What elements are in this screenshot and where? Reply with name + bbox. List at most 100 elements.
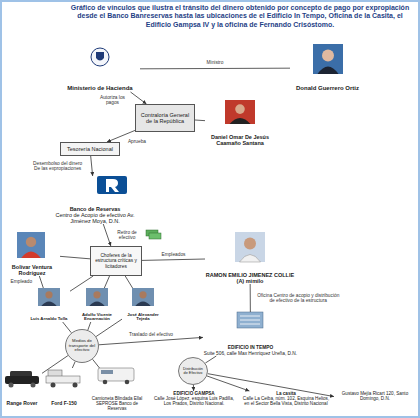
person-node: Luis Arnaldo Tolla	[28, 288, 70, 322]
edge-label: Aprueba	[122, 140, 152, 145]
process-box: Contraloría General de la República	[135, 104, 195, 132]
ministry-logo	[91, 48, 109, 66]
diagram-title: Gráfico de vínculos que ilustra el tráns…	[70, 4, 410, 29]
person-photo	[313, 44, 343, 74]
photo-body	[89, 302, 104, 307]
node-heading: Luis Arnaldo Tolla	[28, 317, 70, 322]
process-box: Tesorería Nacional	[60, 142, 120, 156]
van-body	[98, 368, 134, 381]
person-photo	[38, 288, 60, 306]
connector-line	[140, 68, 290, 70]
connector-line	[42, 356, 68, 374]
photo-body	[21, 252, 41, 259]
connector-line	[104, 276, 109, 288]
photo-head	[235, 104, 245, 114]
photo-body	[135, 302, 150, 307]
connector-line	[205, 356, 216, 363]
connector-line	[103, 224, 111, 246]
edge-label: Desembolso del dinero De las expropiacio…	[32, 161, 84, 172]
node-heading: Donald Guerrero Ortiz	[290, 85, 365, 92]
edge-label: Traslado del efectivo	[126, 332, 176, 337]
photo-head	[139, 291, 146, 298]
person-node: José Alexander Tejeda	[122, 288, 164, 322]
person-node: Adolfo Vicente Encarnación	[76, 288, 118, 322]
vehicle-node: Camioneta Blindada Ellal SEPROSE Banco d…	[86, 368, 148, 412]
truck-wheel	[73, 383, 78, 388]
truck-body	[46, 376, 80, 383]
photo-head	[244, 237, 256, 249]
node-text: Calle José López, esquina Luis Padilla, …	[150, 396, 238, 406]
bank-logo-mark	[106, 179, 119, 192]
connector-line	[70, 276, 93, 291]
bank-node: Banco de ReservasCentro de Acopio de efe…	[45, 176, 145, 224]
node-heading: Daniel Omar De Jesús Caamaño Santana	[205, 134, 275, 146]
person-photo	[235, 232, 265, 262]
van-wheel	[103, 380, 108, 385]
person-node: Daniel Omar De Jesús Caamaño Santana	[205, 100, 275, 146]
node-heading: José Alexander Tejeda	[122, 313, 164, 322]
node-text: Calle La Ceiba, núm. 102, Esquina Helios…	[242, 396, 330, 406]
photo-head	[45, 291, 52, 298]
person-photo	[132, 288, 154, 306]
connector-line	[93, 359, 100, 368]
person-photo	[17, 232, 45, 258]
car-wheel	[31, 383, 36, 388]
connector-line	[207, 376, 249, 391]
location-node: EDIFICIO IN TEMPOSuite 506, calle Max He…	[203, 312, 298, 356]
photo-body	[230, 118, 251, 124]
org-node: Ministerio de Hacienda	[60, 46, 140, 92]
hub-circle: Distribución de Efectivo	[178, 357, 208, 385]
node-text: Centro de Acopio de efectivo Av. Jiménez…	[45, 212, 145, 224]
edge-label: Autoriza los pagos	[94, 95, 130, 106]
edge-label: Ministro	[195, 61, 235, 66]
node-heading: RAMON EMILIO JIMENEZ COLLIE (A) mimilo	[205, 272, 295, 284]
car-wheel	[9, 383, 14, 388]
connector-line	[88, 322, 91, 330]
location-node: La casitaCalle La Ceiba, núm. 102, Esqui…	[242, 391, 330, 417]
photo-head	[322, 49, 334, 61]
vehicle-node: Ford F-150	[44, 368, 84, 406]
node-heading: Bolívar Ventura Rodríguez	[4, 264, 60, 276]
cash-icon	[149, 233, 161, 239]
node-heading: Adolfo Vicente Encarnación	[76, 313, 118, 322]
person-node: RAMON EMILIO JIMENEZ COLLIE (A) mimilo	[205, 232, 295, 284]
circle-shape	[179, 358, 208, 385]
connector-line	[131, 92, 147, 104]
node-heading: Banco de Reservas	[45, 206, 145, 212]
photo-head	[93, 291, 100, 298]
node-text: Contraloría General de la República	[138, 112, 192, 124]
connector-line	[91, 156, 93, 176]
person-photo	[225, 100, 255, 124]
building-windows	[240, 316, 260, 324]
ministry-shield	[96, 52, 104, 61]
location-node: Gustavo Mejía Ricart 120, Santo Domingo,…	[334, 391, 416, 417]
node-heading: Ministerio de Hacienda	[60, 85, 140, 92]
connector-line	[250, 284, 251, 312]
edge-label: Empleados	[152, 252, 196, 257]
connector-line	[72, 362, 75, 368]
node-text: Choferes de la estructura críticas y lic…	[93, 253, 139, 269]
node-heading: EDIFICIO IN TEMPO	[203, 345, 298, 350]
connector-line	[125, 276, 132, 288]
location-node: EDIFICIO GAMPSACalle José López, esquina…	[150, 391, 238, 417]
node-text: Suite 506, calle Max Henríquez Ureña, D.…	[203, 351, 298, 356]
node-text: Gustavo Mejía Ricart 120, Santo Domingo,…	[334, 391, 416, 401]
node-heading: Ford F-150	[44, 401, 84, 407]
node-heading: EDIFICIO GAMPSA	[150, 391, 238, 396]
connector-line	[96, 319, 122, 336]
connector-line	[63, 322, 72, 333]
photo-body	[318, 67, 339, 75]
node-heading: Range Rover	[2, 401, 42, 407]
photo-body	[41, 302, 56, 307]
group-box: Choferes de la estructura críticas y lic…	[90, 246, 142, 276]
edge-label: Empleado	[6, 279, 36, 284]
connector-line	[99, 337, 203, 344]
person-node: Donald Guerrero Ortiz	[290, 44, 365, 92]
van-window	[101, 370, 113, 374]
node-text: Medios de transporte del efectivo	[68, 339, 96, 353]
connector-line	[142, 259, 205, 260]
connector-line	[195, 120, 205, 122]
